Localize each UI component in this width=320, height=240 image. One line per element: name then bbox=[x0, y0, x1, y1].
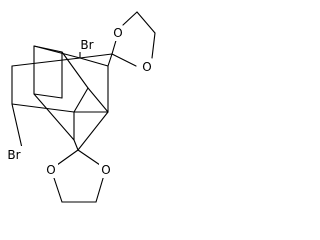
bond-c-o bbox=[111, 53, 137, 67]
bond-cage bbox=[107, 53, 113, 67]
bond-c-c bbox=[136, 11, 156, 34]
top-dioxolane-ring bbox=[111, 11, 156, 67]
atom-label-o-top-right: O bbox=[142, 60, 151, 74]
bond-c-br bbox=[11, 103, 23, 149]
bond-o-c bbox=[122, 11, 138, 26]
bond-cage bbox=[33, 45, 81, 59]
atom-label-o-bottom-left: O bbox=[46, 163, 55, 177]
bond-o-c bbox=[52, 174, 63, 203]
atom-label-br-top: Br bbox=[80, 38, 93, 52]
bond-cage bbox=[79, 57, 109, 67]
bond-c-o bbox=[56, 149, 79, 166]
bond-c-o bbox=[95, 174, 105, 203]
bond-cage bbox=[33, 93, 75, 141]
bond-cage bbox=[33, 93, 63, 99]
bond-cage bbox=[73, 87, 89, 113]
bond-cage bbox=[11, 57, 81, 67]
bond-cage bbox=[61, 51, 89, 89]
bond-cage bbox=[11, 103, 75, 113]
bottom-dioxolane-ring bbox=[52, 149, 105, 203]
bond-cage bbox=[73, 139, 79, 151]
atom-label-o-bottom-right: O bbox=[101, 163, 110, 177]
bond-cage bbox=[77, 111, 109, 151]
bond-cage bbox=[79, 53, 113, 59]
bond-c-o bbox=[77, 149, 101, 166]
atom-label-o-top-left: O bbox=[113, 26, 122, 40]
cage-bonds bbox=[11, 45, 113, 151]
bond-c-o bbox=[151, 32, 156, 59]
molecule-structure: Br Br O O O O bbox=[2, 11, 156, 203]
bond-cage bbox=[87, 87, 109, 113]
atom-labels: Br Br O O O O bbox=[2, 26, 154, 178]
atom-label-br-bottom: Br bbox=[7, 148, 20, 162]
